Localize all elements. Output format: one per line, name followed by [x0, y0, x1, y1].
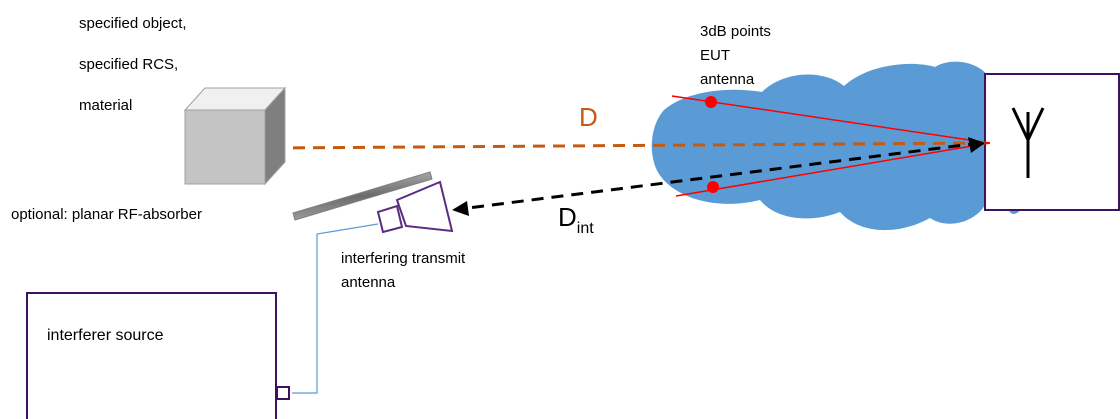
cable: [292, 223, 379, 394]
interfering-antenna-label-line-2: antenna: [341, 274, 396, 291]
eut-label-line-2: EUT: [700, 47, 730, 64]
3db-point-lower: [707, 181, 719, 193]
eut-frame: [984, 73, 1120, 211]
interference-distance-label-base: D: [558, 202, 577, 232]
object-label-line-3: material: [79, 97, 132, 114]
specified-object-cube: [183, 86, 287, 186]
eut-label-line-3: antenna: [700, 71, 755, 88]
object-label-line-1: specified object,: [79, 15, 187, 32]
absorber-label: optional: planar RF-absorber: [11, 206, 202, 223]
rf-absorber: [292, 171, 433, 221]
interfering-antenna-label-line-1: interfering transmit: [341, 250, 466, 267]
eut-label-line-1: 3dB points: [700, 23, 771, 40]
interferer-source-label: interferer source: [47, 327, 164, 344]
3db-point-upper: [705, 96, 717, 108]
interference-distance-arrow: [452, 137, 985, 216]
3db-lines: [671, 95, 991, 197]
object-label-line-2: specified RCS,: [79, 56, 178, 73]
eut-antenna-icon: [1011, 107, 1045, 178]
interference-distance-label: Dint: [558, 202, 594, 237]
interferer-source-box: [26, 292, 277, 419]
interference-distance-label-subscript: int: [577, 220, 594, 237]
output-port: [276, 386, 290, 400]
distance-label: D: [579, 102, 598, 132]
interfering-antenna-icon: [376, 180, 454, 234]
